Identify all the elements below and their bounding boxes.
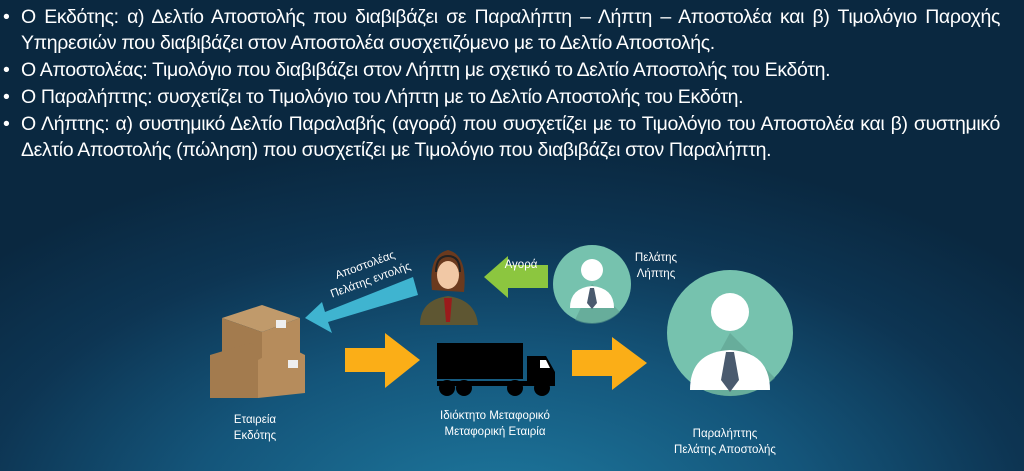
customer-label-line1: Πελάτης [634, 252, 678, 264]
customer-service-agent-icon [420, 250, 478, 325]
truck-icon [437, 343, 555, 396]
receiver-label-line2: Πελάτης Αποστολής [674, 444, 776, 456]
carrier-label: Ιδιόκτητο Μεταφορικό Μεταφορική Εταιρία [420, 408, 570, 440]
carrier-label-line2: Μεταφορική Εταιρία [444, 426, 546, 438]
bullet-list: Ο Εκδότης: α) Δελτίο Αποστολής που διαβι… [0, 4, 1000, 164]
customer-label-line2: Λήπτης [636, 268, 676, 280]
boxes-icon [210, 305, 305, 398]
receiver-avatar-icon [667, 270, 793, 397]
bullet-recipient: Ο Λήπτης: α) συστημικό Δελτίο Παραλαβής … [0, 111, 1000, 163]
customer-avatar-icon [553, 245, 631, 324]
bullet-receiver: Ο Παραλήπτης: συσχετίζει το Τιμολόγιο το… [0, 84, 1000, 110]
receiver-label: Παραλήπτης Πελάτης Αποστολής [650, 426, 800, 458]
issuer-label-line2: Εκδότης [233, 430, 277, 442]
receiver-label-line1: Παραλήπτης [692, 428, 758, 440]
issuer-label-line1: Εταιρεία [233, 414, 277, 426]
arrow-right-icon [345, 333, 420, 388]
arrow-right-icon [572, 337, 647, 390]
arrow-left-icon [484, 256, 548, 298]
bullet-issuer: Ο Εκδότης: α) Δελτίο Αποστολής που διαβι… [0, 4, 1000, 56]
issuer-label: Εταιρεία Εκδότης [220, 412, 290, 444]
purchase-label: Αγορά [504, 259, 538, 271]
arrow-left-icon [305, 277, 418, 333]
carrier-label-line1: Ιδιόκτητο Μεταφορικό [440, 410, 550, 422]
bullet-sender: Ο Αποστολέας: Τιμολόγιο που διαβιβάζει σ… [0, 57, 1000, 83]
customer-recipient-label: Πελάτης Λήπτης [628, 250, 684, 282]
